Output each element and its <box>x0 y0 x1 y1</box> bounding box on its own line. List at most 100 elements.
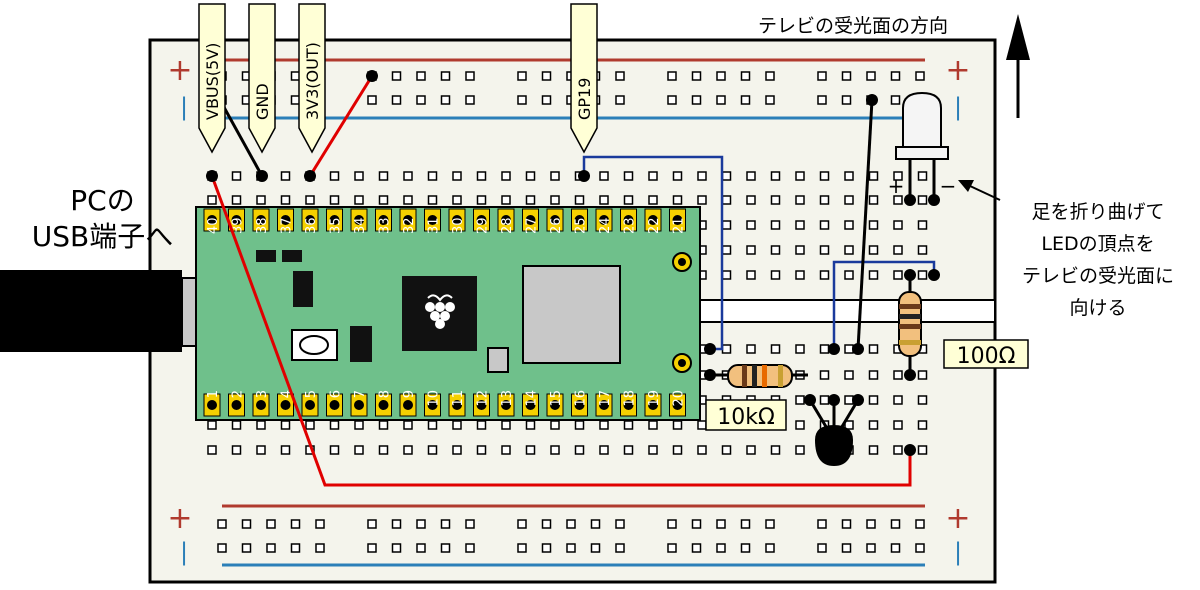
grid-hole <box>501 195 511 205</box>
grid-hole <box>574 445 585 455</box>
rail-hole <box>667 71 677 81</box>
grid-hole <box>868 171 879 181</box>
grid-hole <box>525 195 536 205</box>
grid-hole <box>599 420 609 430</box>
grid-hole <box>746 344 756 354</box>
rail-hole <box>217 519 227 529</box>
resistor-10k <box>710 364 808 388</box>
pico-pin-label: 3 <box>255 390 270 398</box>
grid-hole <box>648 420 658 430</box>
grid-hole <box>746 270 756 280</box>
rail-minus-symbol: | <box>180 538 188 566</box>
rail-hole <box>566 543 576 553</box>
rail-hole <box>740 95 751 105</box>
pico-pin-hole <box>550 215 560 225</box>
flash-chip <box>522 265 621 364</box>
rail-hole <box>517 519 527 529</box>
grid-hole <box>599 195 609 205</box>
grid-hole <box>917 220 928 230</box>
grid-hole <box>599 171 609 181</box>
grid-hole <box>452 445 462 455</box>
rail-hole <box>465 71 475 81</box>
pico-pin-hole <box>427 215 438 225</box>
rail-hole <box>391 95 402 105</box>
pin-tag-label: VBUS(5V) <box>203 43 222 120</box>
grid-hole <box>844 270 854 280</box>
grid-hole <box>721 220 732 230</box>
rail-hole <box>416 95 426 105</box>
rail-hole <box>391 519 402 529</box>
pico-pin-label: 29 <box>476 217 491 234</box>
grid-hole <box>868 220 879 230</box>
pc-usb-line2: USB端子へ <box>31 220 174 253</box>
pico-pin-label: 40 <box>206 217 221 234</box>
grid-hole <box>844 245 854 255</box>
grid-hole <box>403 420 413 430</box>
transistor <box>808 399 860 466</box>
grid-hole <box>476 195 487 205</box>
grid-hole <box>844 344 854 354</box>
grid-hole <box>770 270 781 280</box>
rail-hole <box>465 95 475 105</box>
grid-hole <box>574 195 585 205</box>
pc-usb-note: PCの USB端子へ <box>30 183 175 255</box>
rail-hole <box>765 519 775 529</box>
grid-hole <box>868 195 879 205</box>
pico-pin-label: 7 <box>353 390 368 398</box>
resistor-10k-label: 10kΩ <box>717 405 775 430</box>
grid-hole <box>231 195 242 205</box>
grid-hole <box>819 171 830 181</box>
pico-pin-hole <box>574 400 585 410</box>
pin-tag <box>570 3 598 154</box>
grid-hole <box>256 195 266 205</box>
wire-black-gnd <box>856 99 874 350</box>
grid-hole <box>452 420 462 430</box>
grid-hole <box>770 220 781 230</box>
grid-hole <box>231 171 242 181</box>
grid-hole <box>501 420 511 430</box>
pico-pin-hole <box>231 215 242 225</box>
grid-hole <box>893 171 903 181</box>
grid-hole <box>819 195 830 205</box>
grid-hole <box>672 171 683 181</box>
pico-pin-hole <box>329 400 340 410</box>
pico-pin-label: 1 <box>206 390 221 398</box>
rail-hole <box>691 543 702 553</box>
rail-minus-symbol: | <box>954 93 962 121</box>
rail-hole <box>465 543 475 553</box>
grid-hole <box>917 370 928 380</box>
grid-hole <box>427 445 438 455</box>
bend-line1: 足を折り曲げて <box>1031 201 1165 223</box>
grid-hole <box>819 370 830 380</box>
grid-hole <box>672 420 683 430</box>
rail-hole <box>765 543 775 553</box>
pico-pin-label: 18 <box>623 390 638 407</box>
rail-hole <box>841 543 852 553</box>
breadboard-channel <box>699 299 996 323</box>
grid-hole <box>427 420 438 430</box>
rail-plus-symbol: + <box>167 53 192 88</box>
pico-pin-label: 23 <box>623 217 638 234</box>
grid-hole <box>280 195 291 205</box>
pico-pin-label: 26 <box>549 217 564 234</box>
rail-hole <box>290 543 301 553</box>
grid-hole <box>354 420 364 430</box>
rail-hole <box>541 95 552 105</box>
grid-hole <box>501 445 511 455</box>
rp2040-chip <box>402 276 477 351</box>
grid-hole <box>819 395 830 405</box>
rail-hole <box>541 519 552 529</box>
grid-hole <box>354 445 364 455</box>
grid-hole <box>305 420 315 430</box>
grid-hole <box>697 195 707 205</box>
grid-hole <box>672 445 683 455</box>
grid-hole <box>280 445 291 455</box>
grid-hole <box>648 445 658 455</box>
rail-hole <box>667 95 677 105</box>
grid-hole <box>795 195 805 205</box>
rail-plus-symbol: + <box>945 53 970 88</box>
grid-hole <box>476 420 487 430</box>
tv-direction-note: テレビの受光面の方向 <box>758 15 949 37</box>
grid-hole <box>917 420 928 430</box>
